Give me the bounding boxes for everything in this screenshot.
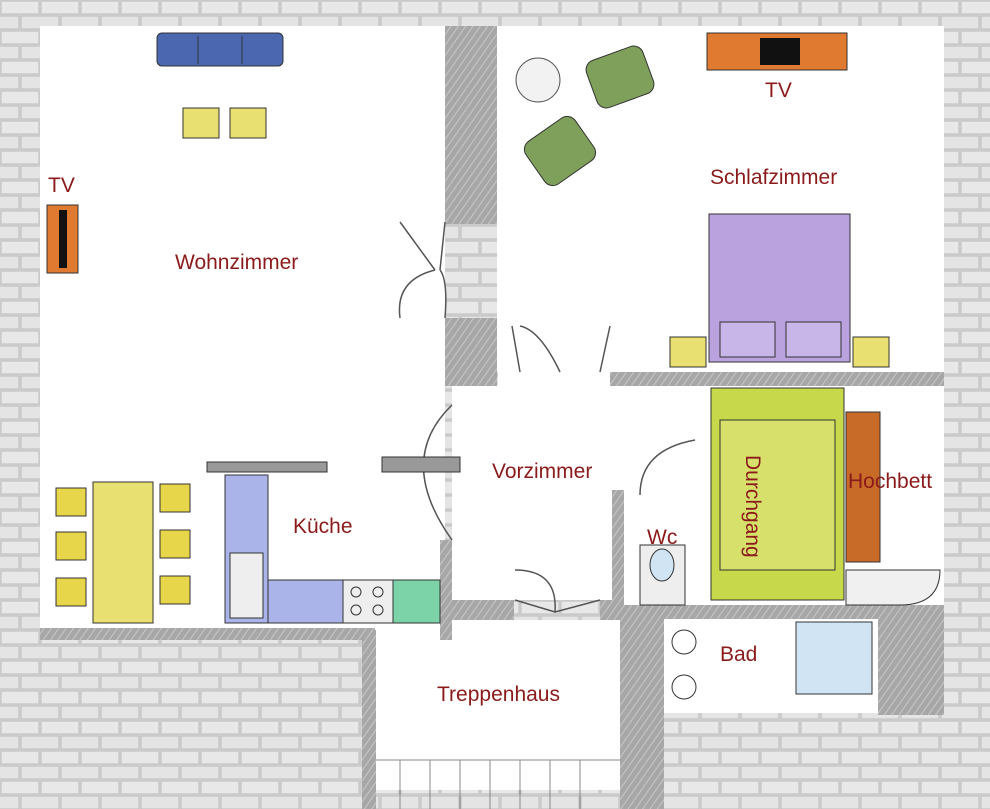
dining-chairs [55, 483, 191, 607]
wall-vorzimmer-bottom-left [452, 600, 514, 620]
sink-bottom [671, 674, 697, 700]
wall-kitchen-right [440, 540, 452, 640]
hochbett-ladder [845, 411, 881, 563]
tv-bedroom-screen [760, 38, 800, 65]
armchair-top [585, 45, 655, 109]
label-schlafzimmer: Schlafzimmer [710, 166, 837, 189]
label-wc: Wc [647, 526, 677, 549]
wall-wohnzimmer-bottom [40, 628, 375, 640]
wall-wc-left [612, 490, 624, 620]
kitchen-shelf [206, 461, 328, 473]
dining-table [92, 481, 154, 624]
pillow-left [719, 321, 776, 358]
doors [398, 221, 696, 613]
kitchen-stove [342, 579, 394, 624]
label-tv-living: TV [48, 174, 75, 197]
label-durchgang: Durchgang [741, 455, 764, 558]
nightstand-right [852, 336, 890, 368]
tv-living-screen [59, 210, 67, 268]
stair-treads [376, 759, 620, 809]
bathtub [795, 621, 873, 695]
label-hochbett: Hochbett [848, 470, 932, 493]
label-vorzimmer: Vorzimmer [492, 460, 592, 483]
wall-corridor-top [610, 372, 944, 386]
sink-top [671, 629, 697, 655]
kitchen-divider [381, 456, 461, 473]
label-wohnzimmer: Wohnzimmer [175, 251, 298, 274]
durchgang-bed-mattress [719, 419, 836, 571]
label-treppenhaus: Treppenhaus [437, 683, 560, 706]
wall-vorzimmer-bottom-right [600, 600, 620, 620]
kitchen-counter-bottom [267, 579, 344, 624]
wall-wohnzimmer-right-mid [445, 318, 497, 386]
wall-bad-top [612, 605, 944, 619]
vorzimmer-floor [452, 385, 612, 600]
pillow-right [785, 321, 842, 358]
label-bad: Bad [720, 643, 757, 666]
wc-bowl [649, 548, 675, 582]
wall-bad-right [878, 615, 944, 715]
nightstand-left [669, 336, 707, 368]
kitchen-fridge [392, 579, 441, 624]
armchair-bottom [523, 115, 597, 187]
kitchen-sink [229, 552, 264, 619]
wall-wohnzimmer-right-top [445, 26, 497, 224]
treppenhaus-floor [374, 620, 622, 790]
label-kueche: Küche [293, 515, 353, 538]
door-wc [639, 439, 696, 496]
round-table [515, 57, 561, 103]
wall-treppe-left [362, 630, 376, 809]
wall-treppe-right [620, 615, 664, 809]
door-treppenhaus [514, 569, 601, 613]
side-tables [182, 107, 267, 139]
door-wohn-schlaf [398, 221, 447, 319]
vorzimmer-link [498, 326, 610, 386]
spiral-stairs [845, 569, 941, 606]
stove-burners [350, 586, 384, 616]
walls [40, 26, 944, 809]
door-vorzimmer-top [511, 325, 611, 373]
label-tv-bedroom: TV [765, 79, 792, 102]
sofa [156, 32, 284, 67]
